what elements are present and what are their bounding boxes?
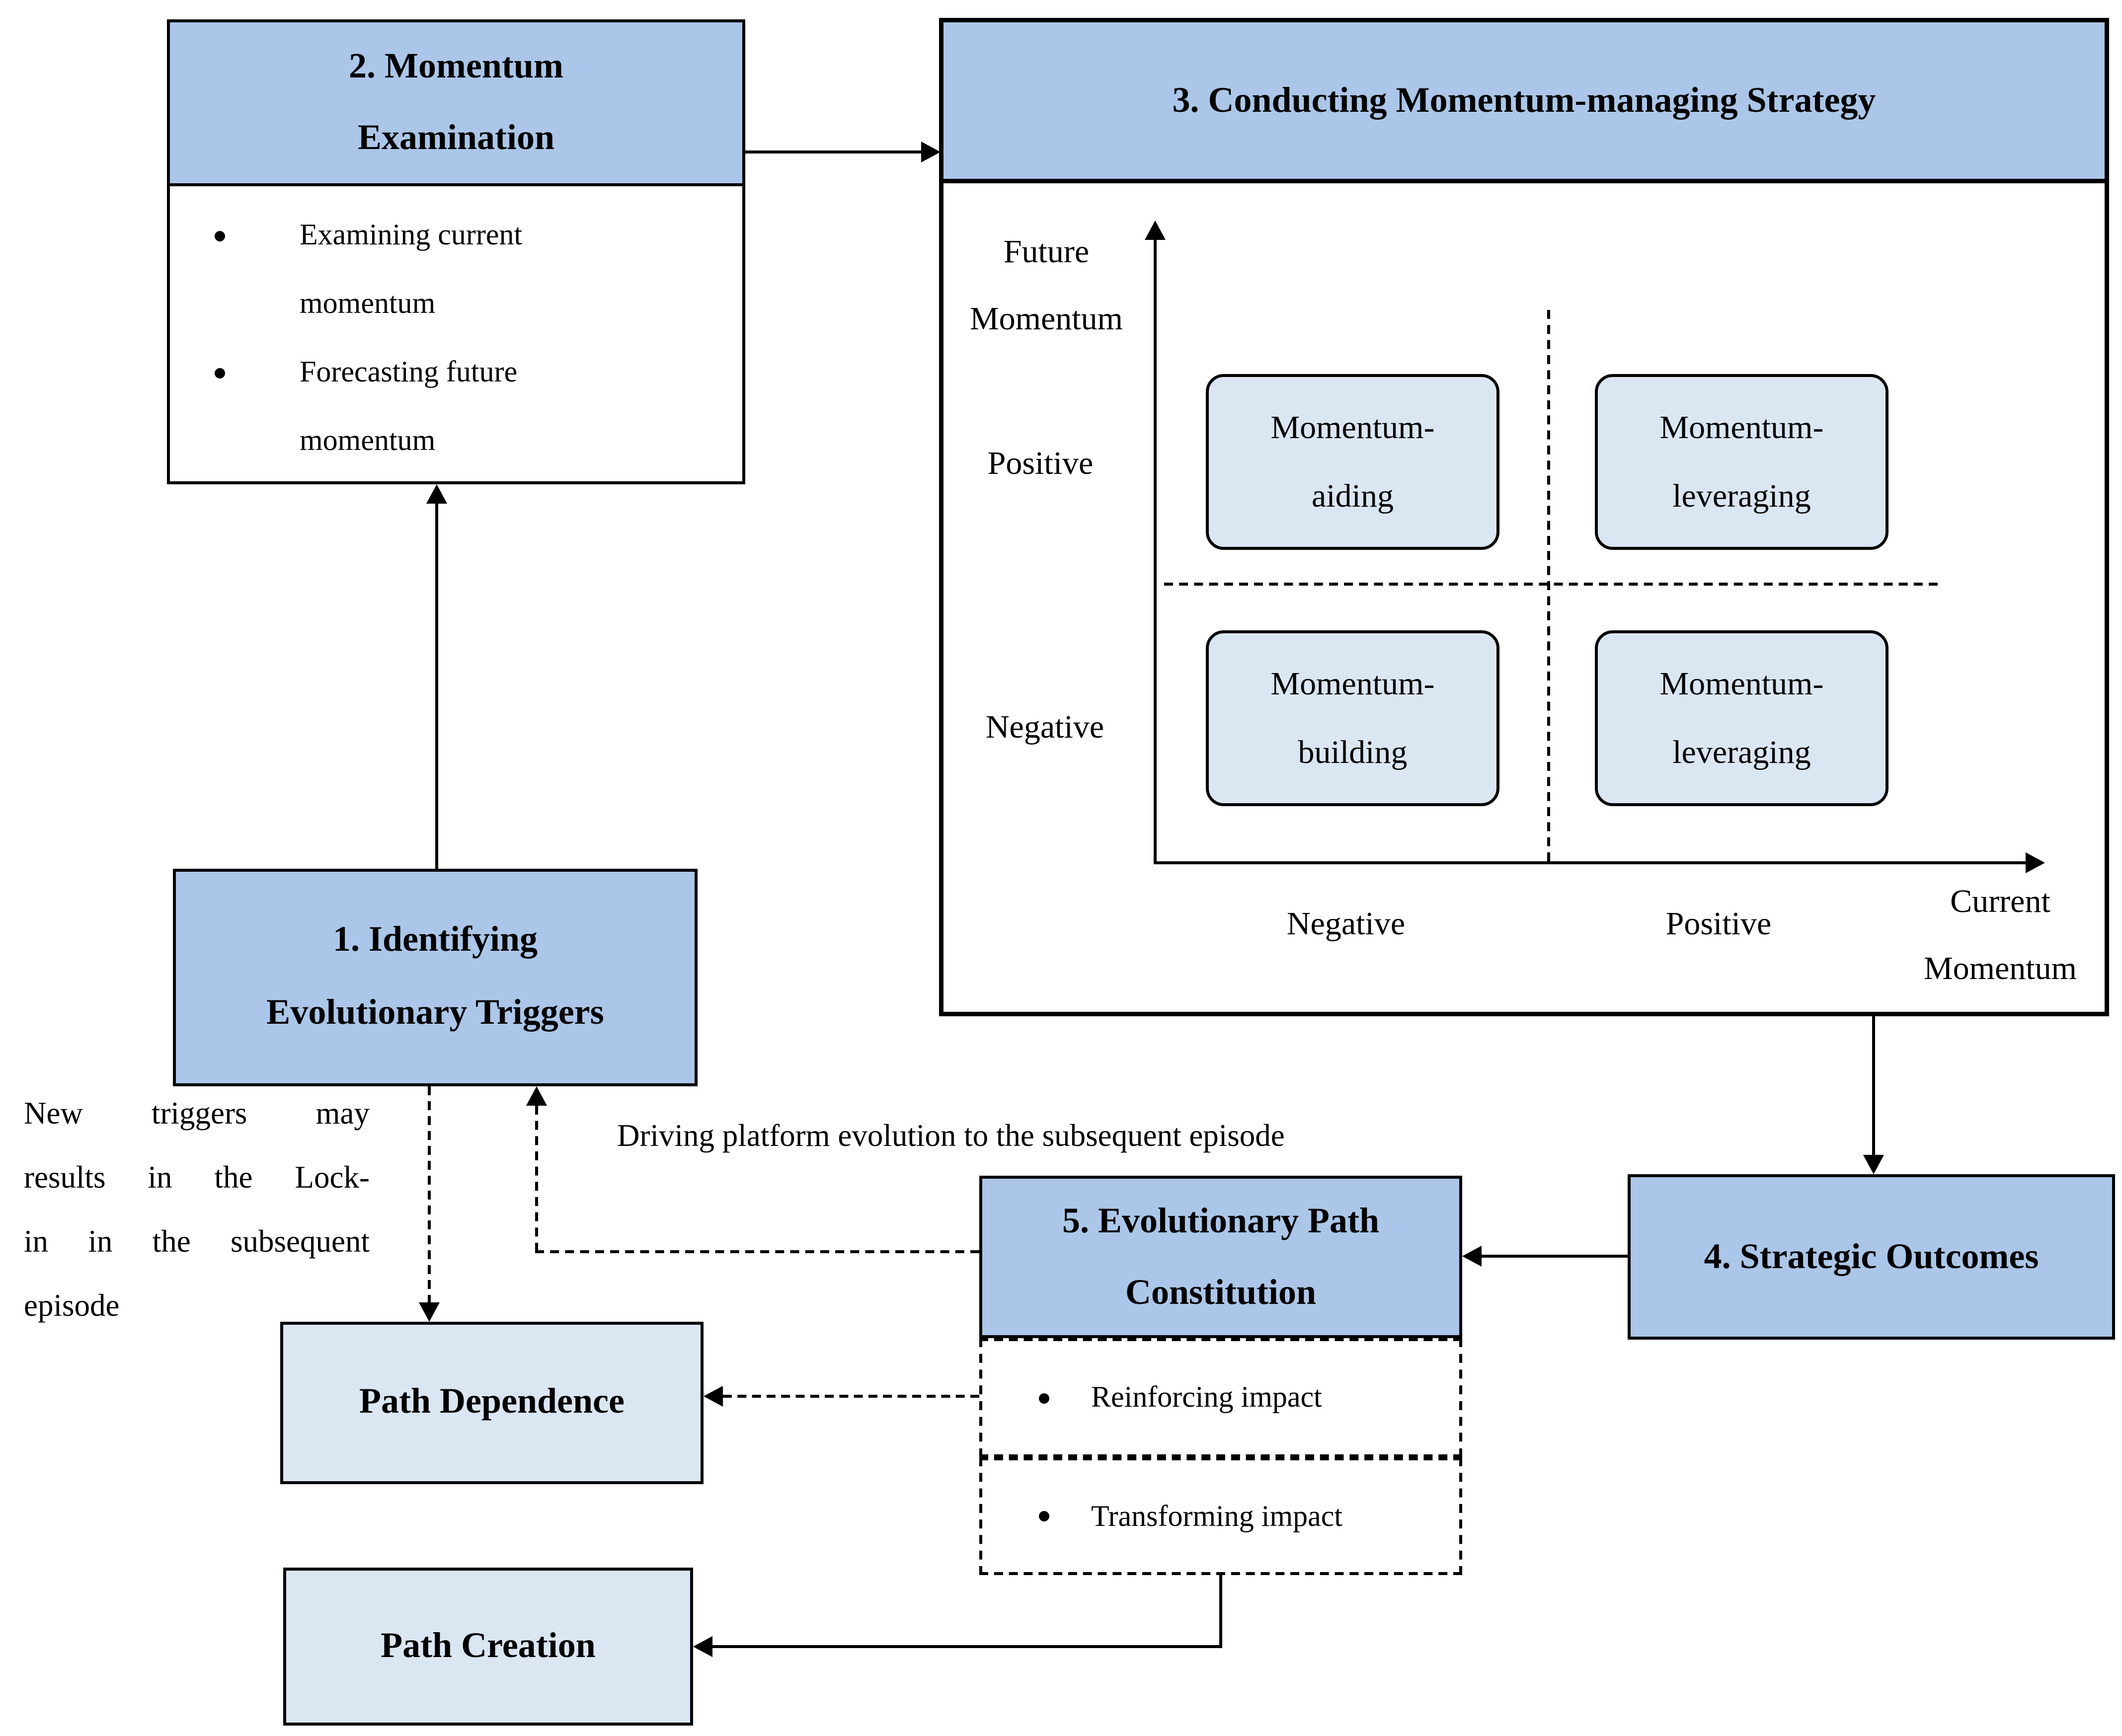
box-strategy: 3. Conducting Momentum-managing Strategy…	[939, 18, 2109, 1016]
box-strategy-title: 3. Conducting Momentum-managing Strategy	[1172, 81, 1876, 120]
y-axis-title-line1: Future	[1003, 232, 1090, 270]
connector-triggers-to-examination	[435, 502, 438, 869]
box-momentum-examination-title-line2: Examination	[357, 119, 555, 158]
box-path-constitution-title-line2: Constitution	[1125, 1273, 1317, 1312]
box-identifying-triggers-title-line1: 1. Identifying	[332, 921, 538, 960]
y-axis-arrowhead-icon	[1145, 221, 1166, 240]
bullet-dot	[215, 368, 225, 378]
lock-in-note: New triggers may results in the Lock- in…	[24, 1082, 370, 1338]
connector-constitution-to-triggers-arrowhead-icon	[526, 1086, 547, 1106]
y-axis-title-line2: Momentum	[969, 300, 1123, 337]
quadrant-momentum-building: Momentum- building	[1206, 630, 1499, 806]
quadrant-momentum-aiding: Momentum- aiding	[1206, 374, 1499, 550]
x-axis-title-line2: Momentum	[1923, 949, 2077, 986]
box-strategic-outcomes: 4. Strategic Outcomes	[1628, 1174, 2115, 1340]
box-momentum-examination: 2. Momentum Examination Examining curren…	[167, 19, 745, 484]
connector-strategy-to-outcomes-arrowhead-icon	[1863, 1155, 1884, 1174]
x-axis-arrowhead-icon	[2026, 852, 2045, 873]
x-axis-line	[1154, 861, 2029, 864]
box-momentum-examination-title-line1: 2. Momentum	[349, 48, 563, 86]
bullet-dot	[1039, 1511, 1049, 1521]
box-momentum-examination-body: Examining current momentum Forecasting f…	[170, 186, 742, 484]
connector-strategy-to-outcomes	[1872, 1016, 1875, 1156]
y-tick-positive: Positive	[987, 444, 1094, 481]
box-path-creation: Path Creation	[283, 1568, 693, 1726]
x-tick-positive: Positive	[1665, 905, 1772, 942]
quadrant-text-line1: Momentum-	[1270, 665, 1435, 702]
box-path-constitution-title-line1: 5. Evolutionary Path	[1062, 1202, 1380, 1241]
connector-outcomes-to-constitution-arrowhead-icon	[1462, 1246, 1482, 1267]
connector-constitution-to-path-dependence	[723, 1395, 979, 1398]
x-tick-negative: Negative	[1286, 905, 1406, 942]
box-path-constitution-section-transforming: Transforming impact	[979, 1457, 1462, 1575]
connector-triggers-to-path-dependence	[428, 1086, 431, 1304]
box-strategic-outcomes-title: 4. Strategic Outcomes	[1704, 1237, 2039, 1277]
lock-in-note-line: in in the subsequent	[24, 1223, 370, 1259]
y-tick-negative: Negative	[985, 708, 1104, 745]
connector-constitution-to-triggers-horizontal	[535, 1250, 979, 1253]
y-axis-line	[1154, 238, 1157, 864]
y-axis-title: Future Momentum	[935, 218, 1158, 352]
bullet-dot	[1039, 1392, 1049, 1403]
lock-in-note-line: New triggers may	[24, 1095, 370, 1131]
connector-outcomes-to-constitution	[1482, 1255, 1628, 1258]
quadrant-divider-vertical	[1547, 310, 1550, 861]
box-strategy-header: 3. Conducting Momentum-managing Strategy	[943, 22, 2105, 183]
quadrant-momentum-leveraging-bottom: Momentum- leveraging	[1595, 630, 1888, 806]
box-path-constitution-header: 5. Evolutionary Path Constitution	[979, 1176, 1462, 1338]
quadrant-momentum-leveraging-top: Momentum- leveraging	[1595, 374, 1888, 550]
bullet-text: Forecasting future momentum	[300, 356, 518, 457]
connector-constitution-to-path-creation-vertical	[1219, 1572, 1222, 1647]
box-momentum-examination-header: 2. Momentum Examination	[170, 22, 742, 186]
box-path-constitution-section-reinforcing: Reinforcing impact	[979, 1338, 1462, 1457]
bullet-dot	[215, 231, 225, 241]
x-axis-title: Current Momentum	[1881, 867, 2120, 1001]
lock-in-note-line: results in the Lock-	[24, 1159, 370, 1195]
quadrant-text-line2: leveraging	[1672, 477, 1811, 514]
box-identifying-triggers-title-line2: Evolutionary Triggers	[266, 994, 604, 1033]
bullet-item: Examining current momentum	[215, 201, 742, 338]
quadrant-divider-horizontal	[1164, 583, 1938, 586]
connector-examination-to-strategy-arrowhead-icon	[921, 142, 941, 162]
bullet-item: Forecasting future momentum	[215, 338, 742, 475]
box-path-dependence: Path Dependence	[280, 1322, 704, 1484]
quadrant-text-line2: building	[1298, 733, 1408, 770]
driving-evolution-note: Driving platform evolution to the subseq…	[617, 1118, 1285, 1153]
box-path-creation-title: Path Creation	[381, 1626, 596, 1665]
box-identifying-triggers: 1. Identifying Evolutionary Triggers	[173, 869, 698, 1086]
connector-triggers-to-examination-arrowhead-icon	[426, 484, 447, 504]
quadrant-text-line2: aiding	[1312, 477, 1394, 514]
connector-constitution-to-path-dependence-arrowhead-icon	[704, 1386, 723, 1407]
quadrant-text-line1: Momentum-	[1270, 408, 1435, 446]
lock-in-note-line: episode	[24, 1287, 120, 1323]
quadrant-text-line1: Momentum-	[1659, 665, 1824, 702]
x-axis-title-line1: Current	[1950, 882, 2050, 919]
quadrant-text-line2: leveraging	[1672, 733, 1811, 770]
quadrant-text-line1: Momentum-	[1659, 408, 1824, 446]
box-path-dependence-title: Path Dependence	[359, 1383, 625, 1422]
connector-constitution-to-triggers-vertical	[535, 1106, 538, 1252]
bullet-text: Transforming impact	[1091, 1500, 1343, 1533]
connector-triggers-to-path-dependence-arrowhead-icon	[419, 1302, 440, 1322]
connector-constitution-to-path-creation-arrowhead-icon	[693, 1636, 712, 1657]
connector-constitution-to-path-creation-horizontal	[712, 1645, 1222, 1648]
bullet-text: Examining current momentum	[300, 219, 523, 320]
bullet-text: Reinforcing impact	[1091, 1381, 1322, 1414]
connector-examination-to-strategy	[745, 151, 921, 153]
